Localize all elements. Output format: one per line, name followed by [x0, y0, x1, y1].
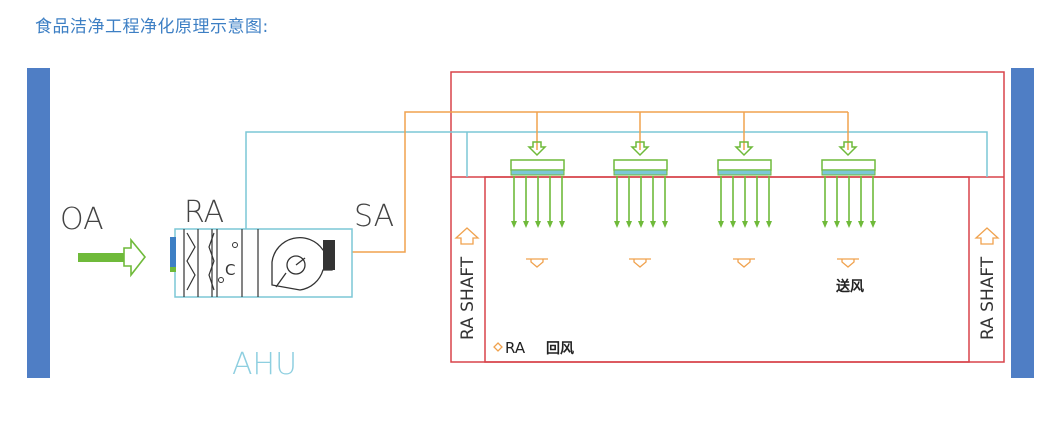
- room-flow-arrow-4: [837, 258, 859, 268]
- airflow-arrowhead: [559, 221, 565, 228]
- plenum-frame: [450, 71, 1005, 363]
- diffuser-1: [510, 112, 565, 176]
- airflow-arrowhead: [718, 221, 724, 228]
- airflow-arrowhead: [766, 221, 772, 228]
- fan-icon: [271, 237, 335, 291]
- room-flow-arrow-2: [629, 258, 651, 268]
- diffuser-4: [821, 112, 876, 176]
- airflow-arrowhead: [511, 221, 517, 228]
- airflow-arrowhead: [662, 221, 668, 228]
- airflow-arrowhead: [730, 221, 736, 228]
- ra-shaft-left-label: RA SHAFT: [458, 256, 478, 340]
- airflow-arrowhead: [834, 221, 840, 228]
- return-air-code-label: RA: [505, 339, 526, 357]
- airflow-arrowhead: [858, 221, 864, 228]
- diffuser-2: [613, 112, 668, 176]
- page-title: 食品洁净工程净化原理示意图:: [35, 17, 269, 37]
- ra-label: RA: [184, 195, 224, 230]
- sa-label: SA: [354, 199, 394, 234]
- return-air-duct: [245, 131, 988, 229]
- supply-air-label: 送风: [835, 278, 864, 295]
- diffuser-3: [717, 112, 772, 176]
- oa-label: OA: [60, 202, 104, 237]
- left-side-bar: [27, 68, 50, 378]
- airflow-arrowhead: [614, 221, 620, 228]
- airflow-arrowhead: [846, 221, 852, 228]
- room-flow-arrow-3: [733, 258, 755, 268]
- left-shaft-arrow: [454, 227, 480, 245]
- return-air-marker-icon: [493, 342, 503, 352]
- ahu-unit: C: [170, 228, 353, 298]
- airflow-arrowhead: [547, 221, 553, 228]
- airflow-arrowhead: [822, 221, 828, 228]
- airflow-arrowhead: [638, 221, 644, 228]
- coil-symbol: C: [225, 261, 235, 279]
- return-air-label: 回风: [546, 341, 574, 357]
- oa-intake-bar: [78, 253, 124, 262]
- airflow-arrowhead: [870, 221, 876, 228]
- right-side-bar: [1011, 68, 1034, 378]
- airflow-arrowhead: [535, 221, 541, 228]
- clean-room: [484, 176, 970, 363]
- oa-intake-arrow: [123, 237, 147, 278]
- ahu-label: AHU: [232, 347, 297, 382]
- airflow-arrows: [511, 176, 876, 228]
- airflow-arrowhead: [754, 221, 760, 228]
- ra-shaft-right-label: RA SHAFT: [978, 256, 998, 340]
- airflow-arrowhead: [523, 221, 529, 228]
- airflow-arrowhead: [742, 221, 748, 228]
- room-flow-arrow-1: [526, 258, 548, 268]
- airflow-arrowhead: [650, 221, 656, 228]
- supply-air-duct: [352, 111, 848, 253]
- airflow-arrowhead: [626, 221, 632, 228]
- right-shaft-arrow: [974, 227, 1000, 245]
